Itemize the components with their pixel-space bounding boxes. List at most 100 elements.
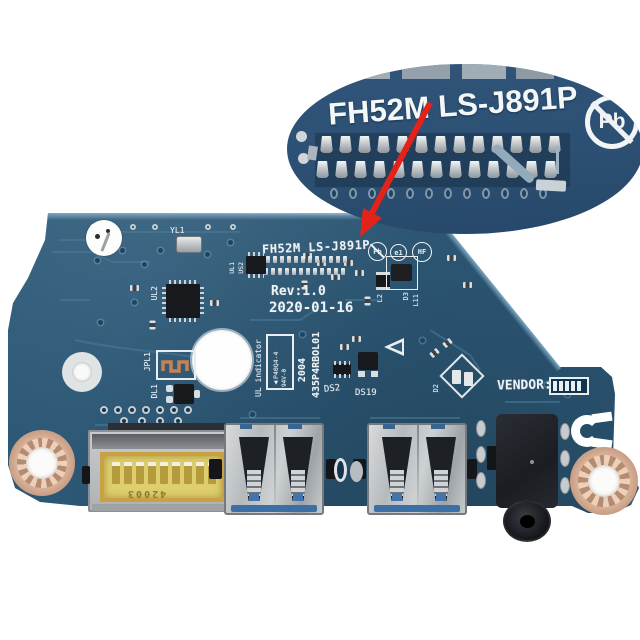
usb-tongue (391, 493, 403, 501)
sd-pin-row (112, 462, 216, 484)
usb-spring-slot (382, 437, 412, 501)
ic-leads (162, 287, 166, 315)
ffc-pad (322, 256, 326, 263)
ref-l11: L11 (412, 294, 420, 307)
sd-contact-pin (136, 462, 144, 484)
audio-jack-barrel (503, 500, 551, 542)
board-hole (192, 330, 252, 390)
inset-hole-row (330, 188, 547, 199)
usb-top-notch (240, 424, 252, 429)
between-usb-pad (350, 461, 363, 482)
vendor-logo-bar (559, 381, 563, 391)
board-top-edge (48, 213, 438, 220)
ref-d2: D2 (432, 384, 440, 393)
ffc-pad (315, 256, 319, 263)
connector-pin (472, 136, 485, 153)
audio-jack-body (496, 414, 558, 508)
via (120, 248, 125, 253)
connector-pin (529, 136, 542, 153)
ul-marking-box: ▲P40Q4-4 94V-0 (266, 334, 294, 390)
pad (166, 396, 173, 403)
via (132, 300, 137, 305)
connector-pin (316, 161, 329, 178)
hf-mark-icon: HF (412, 242, 432, 262)
usb-top-notch (288, 424, 302, 429)
lot-code: 2004 (297, 358, 308, 383)
ref-dl1: DL1 (150, 384, 159, 399)
hf-mark-label: HF (417, 248, 427, 256)
vendor-label: VENDOR: (496, 377, 552, 394)
e-mark-icon: e1 (390, 244, 407, 261)
connector-hole (501, 188, 509, 199)
capacitor (352, 336, 361, 342)
connector-pin (510, 136, 523, 153)
ffc-pad (273, 256, 277, 263)
sd-gold-window: 42003 (100, 452, 226, 502)
ffc-pad (336, 256, 340, 263)
pad (371, 371, 378, 377)
usb-spring (291, 470, 305, 496)
zoom-inset-photo: FH52M LS-J891P Pb (287, 64, 640, 234)
ffc-pad (264, 268, 268, 275)
capacitor (331, 274, 340, 280)
ul-triangle: ▲ (272, 379, 280, 387)
connector-pin (373, 161, 386, 178)
connector-hole (444, 188, 452, 199)
pad-row (100, 406, 192, 414)
solder-pad (560, 450, 570, 467)
through-hole-pad (184, 406, 192, 414)
sticker-dot (106, 229, 110, 233)
usb-top-notch (431, 424, 445, 429)
ic-ul2 (162, 280, 204, 322)
jack-pad-column (476, 420, 486, 489)
connector-pin (449, 161, 462, 178)
pad-row (120, 417, 182, 425)
via (98, 320, 103, 325)
solder-pad (230, 224, 236, 230)
usb-port-1 (224, 423, 324, 515)
connector-pin (411, 161, 424, 178)
ref-yl1: YL1 (170, 226, 185, 235)
ffc-pad (266, 256, 270, 263)
sticker-scratch (100, 232, 111, 252)
usb-tongue (248, 493, 260, 501)
via (205, 252, 210, 257)
solder-pad (205, 224, 211, 230)
ffc-pad (327, 268, 331, 275)
connector-pin (548, 136, 561, 153)
ffc-pad (334, 268, 338, 275)
pad (358, 371, 365, 377)
jumper-jpl1 (156, 350, 196, 380)
transistor-ds19 (356, 352, 382, 378)
jumper-meander (161, 360, 189, 373)
connector-pin (377, 136, 390, 153)
ic-leads (169, 318, 197, 322)
screw-hole-ring (62, 352, 102, 392)
ffc-pad (294, 256, 298, 263)
inset-solder-dot (298, 153, 309, 164)
ref-ds2: DS2 (323, 383, 341, 395)
inset-trace (556, 146, 559, 174)
sd-contact-pin (160, 462, 168, 484)
ffc-pad (329, 256, 333, 263)
via (250, 412, 255, 417)
mount-hole (588, 465, 620, 497)
sd-contact-pin (148, 462, 156, 484)
connector-pin (453, 136, 466, 153)
jack-pad-column (560, 423, 570, 494)
through-hole-pad (170, 406, 178, 414)
ffc-pad (287, 256, 291, 263)
solder-pad (476, 446, 486, 463)
between-usb-pad (334, 458, 347, 482)
solder-pad (560, 477, 570, 494)
edge-notch (571, 415, 603, 447)
ref-ul1: UL1 (228, 262, 236, 274)
usb-shell-tab (209, 459, 222, 479)
connector-pin (487, 161, 500, 178)
screw-hole (72, 362, 92, 382)
connector-pin (430, 161, 443, 178)
diode-d3 (391, 264, 412, 281)
inset-top-component (462, 64, 506, 79)
